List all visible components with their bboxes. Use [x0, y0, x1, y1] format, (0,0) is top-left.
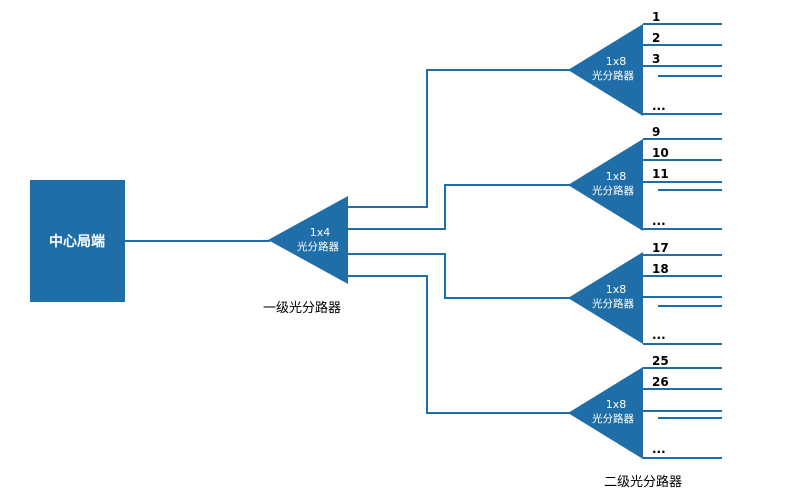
level2-splitter-name: 光分路器: [592, 297, 634, 310]
level2-splitter-name: 光分路器: [592, 184, 634, 197]
port-label: 1: [652, 10, 660, 24]
port-label: 17: [652, 241, 669, 255]
level1-splitter-name: 光分路器: [297, 240, 339, 253]
level2-splitter-name: 光分路器: [592, 412, 634, 425]
level1-splitter-triangle: [268, 196, 348, 284]
level2-splitter-name: 光分路器: [592, 69, 634, 82]
level2-splitter-triangle: [568, 139, 643, 231]
level2-splitter-ratio: 1x8: [606, 55, 627, 68]
level2-splitter-ratio: 1x8: [606, 398, 627, 411]
feeder-line: [348, 253, 570, 299]
feeder-line: [348, 184, 570, 230]
port-label: 18: [652, 262, 669, 276]
central-office-box: [30, 180, 125, 302]
port-label: 10: [652, 146, 669, 160]
level2-splitter-triangle: [568, 252, 643, 344]
level2-splitter-caption: 二级光分路器: [604, 475, 683, 490]
port-label: ...: [652, 214, 666, 228]
level2-splitter-ratio: 1x8: [606, 170, 627, 183]
feeder-line: [348, 69, 570, 208]
level1-splitter-caption: 一级光分路器: [263, 301, 342, 316]
feeder-line: [348, 275, 570, 414]
port-label: 24: [652, 0, 669, 3]
port-label: 32: [652, 0, 669, 3]
port-label: 11: [652, 167, 669, 181]
port-label: ...: [652, 99, 666, 113]
port-label: 26: [652, 375, 669, 389]
port-label: 16: [652, 0, 669, 3]
port-label: 2: [652, 31, 660, 45]
level1-splitter-ratio: 1x4: [310, 226, 331, 239]
level2-splitter-ratio: 1x8: [606, 283, 627, 296]
fiber-lines: [125, 69, 570, 414]
port-label: 8: [652, 0, 660, 3]
port-label: 25: [652, 354, 669, 368]
level2-splitters: 1x8光分路器123...81x8光分路器91011...161x8光分路器17…: [568, 0, 722, 459]
level2-splitter-triangle: [568, 24, 643, 116]
port-label: ...: [652, 328, 666, 342]
port-label: 3: [652, 52, 660, 66]
port-label: 9: [652, 125, 660, 139]
level2-splitter-triangle: [568, 367, 643, 459]
central-office-label: 中心局端: [49, 233, 105, 250]
port-label: ...: [652, 442, 666, 456]
